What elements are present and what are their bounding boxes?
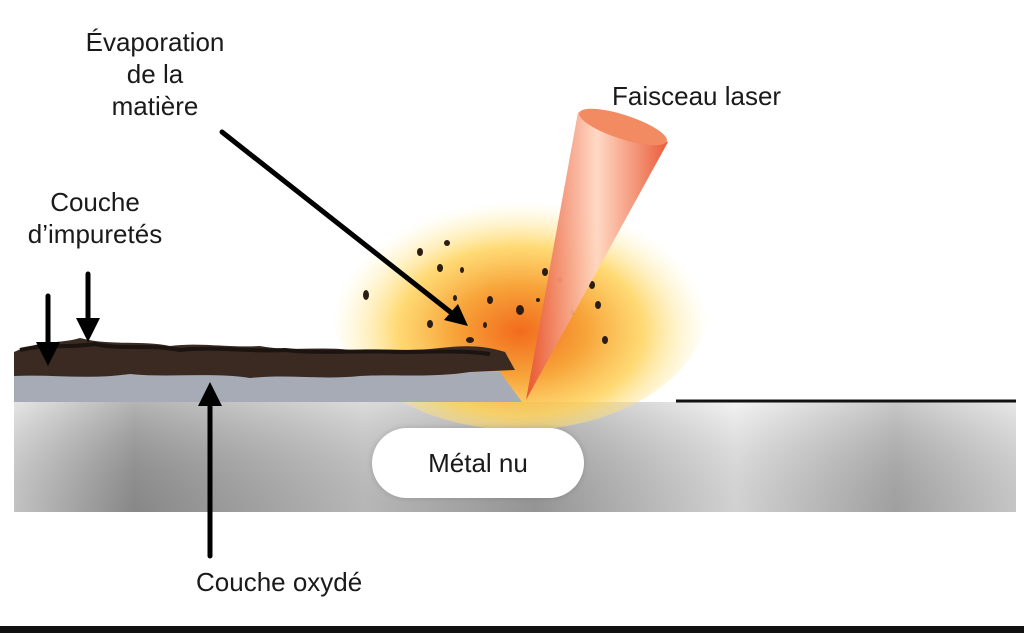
impurity-label-line-2: d’impuretés [27, 219, 163, 249]
bottom-border [0, 626, 1024, 633]
evaporation-arrow [219, 129, 461, 321]
oxide-layer-label: Couche oxydé [196, 567, 363, 597]
impurity-layer-label: Couche d’impuretés [14, 186, 176, 250]
evaporation-label: Évaporation de la matière [60, 26, 250, 122]
laser-beam-top [579, 108, 667, 146]
laser-beam-label: Faisceau laser [612, 81, 782, 111]
evaporation-label-line-3: matière [111, 91, 199, 121]
arrow-heads [36, 304, 468, 406]
evaporation-particles [363, 240, 608, 344]
laser-beam [526, 112, 668, 400]
impurity-label-line-1: Couche [50, 187, 140, 217]
evaporation-label-line-2: de la [126, 59, 184, 89]
oxide-layer [14, 372, 522, 402]
bare-metal-label: Métal nu [372, 428, 584, 498]
evaporation-label-line-1: Évaporation [85, 27, 225, 57]
impurity-highlight [19, 341, 491, 356]
